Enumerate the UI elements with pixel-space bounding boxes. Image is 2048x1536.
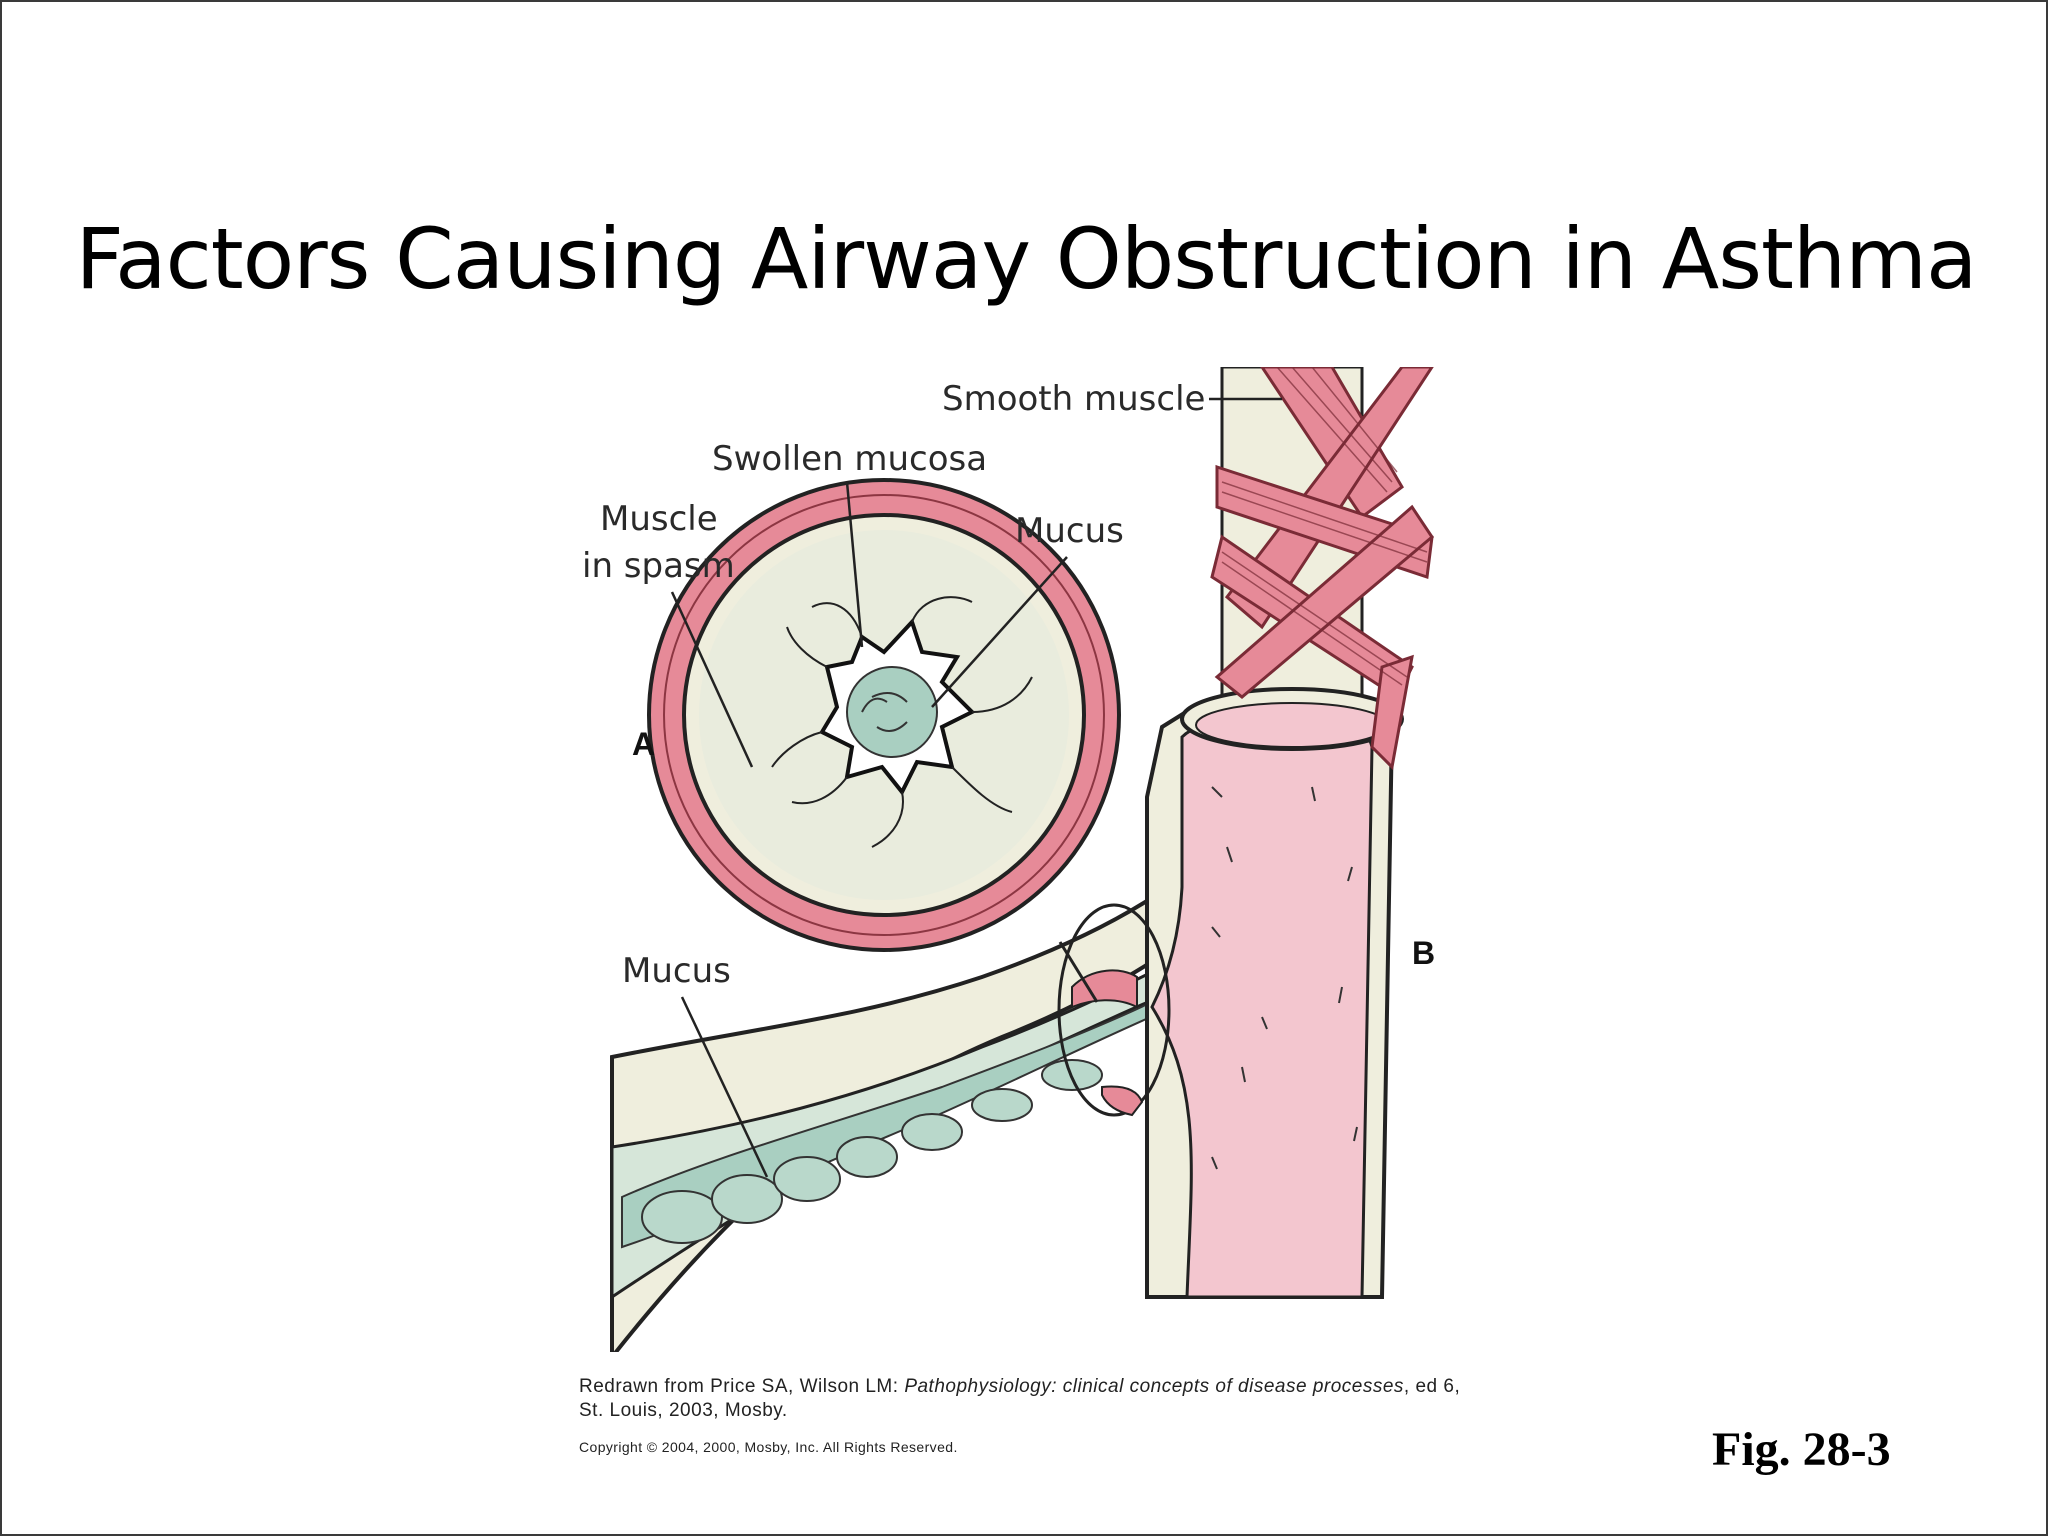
label-smooth-muscle: Smooth muscle bbox=[942, 379, 1205, 419]
smooth-muscle-bands bbox=[1210, 367, 1434, 771]
label-muscle-line1: Muscle bbox=[600, 499, 718, 539]
credit-suffix: , ed 6, St. Louis, 2003, Mosby. bbox=[579, 1376, 1461, 1421]
label-muscle-line2: in spasm bbox=[582, 546, 735, 586]
cross-section-marker bbox=[1057, 903, 1171, 1117]
label-swollen-mucosa: Swollen mucosa bbox=[712, 439, 987, 479]
credit-book-title: Pathophysiology: clinical concepts of di… bbox=[904, 1376, 1404, 1397]
label-panel-b: B bbox=[1412, 935, 1435, 971]
figure-number: Fig. 28-3 bbox=[1712, 1423, 1891, 1476]
credit-prefix: Redrawn from Price SA, Wilson LM: bbox=[579, 1376, 905, 1397]
slide-title: Factors Causing Airway Obstruction in As… bbox=[75, 210, 1978, 308]
airway-mucus-plug bbox=[846, 666, 938, 758]
airway-diagram: Smooth muscle Swollen mucosa Muscle in s… bbox=[582, 367, 1435, 1352]
figure-credit: Redrawn from Price SA, Wilson LM: Pathop… bbox=[579, 1375, 1479, 1423]
label-mucus-bottom: Mucus bbox=[622, 951, 731, 991]
label-panel-a: A bbox=[632, 726, 655, 762]
label-mucus-top: Mucus bbox=[1015, 511, 1124, 551]
copyright-notice: Copyright © 2004, 2000, Mosby, Inc. All … bbox=[579, 1439, 958, 1455]
